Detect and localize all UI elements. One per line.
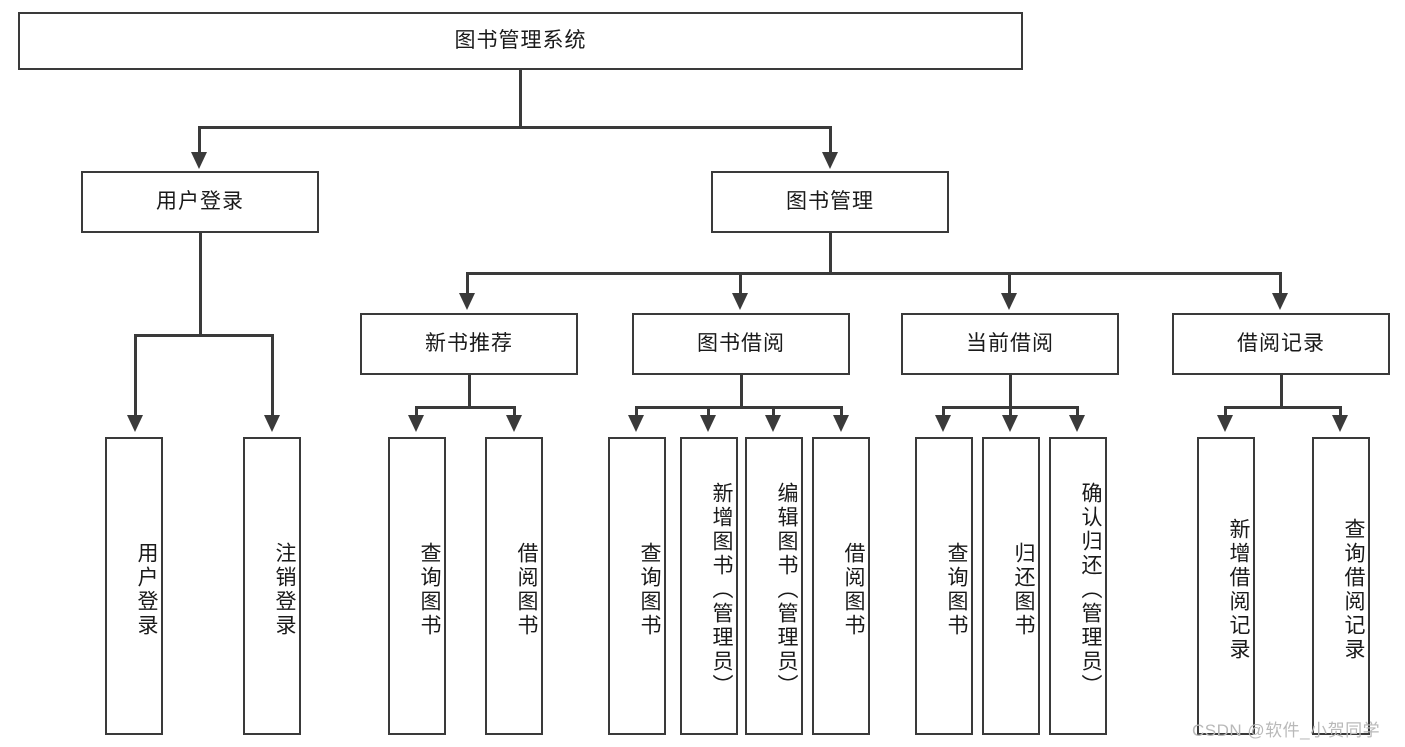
arrowhead-leaf-borrow-book-2 bbox=[833, 415, 849, 432]
arrowhead-leaf-query-book-2 bbox=[628, 415, 644, 432]
edge-bm-to-new-book bbox=[466, 272, 469, 294]
edge-user-login-bus bbox=[134, 334, 273, 337]
node-leaf-logout[interactable]: 注销登录 bbox=[243, 437, 301, 735]
edge-bm-to-borrow-record bbox=[1279, 272, 1282, 294]
node-leaf-query-book-1[interactable]: 查询图书 bbox=[388, 437, 446, 735]
arrowhead-leaf-user-login bbox=[127, 415, 143, 432]
edge-cb-to-leaf-1 bbox=[942, 406, 945, 416]
node-leaf-query-book-3-label: 查询图书 bbox=[945, 542, 968, 638]
edge-nb-to-leaf-1 bbox=[415, 406, 418, 416]
edge-br-to-leaf-2 bbox=[1339, 406, 1342, 416]
edge-new-book-stem bbox=[468, 375, 471, 408]
edge-user-login-stem bbox=[199, 233, 202, 337]
edge-root-to-user-login bbox=[198, 126, 201, 153]
arrowhead-leaf-add-book bbox=[700, 415, 716, 432]
node-leaf-borrow-book-1-label: 借阅图书 bbox=[515, 542, 538, 638]
edge-borrow-record-stem bbox=[1280, 375, 1283, 408]
node-leaf-edit-book[interactable]: 编辑图书（管理员） bbox=[745, 437, 803, 735]
node-user-login-label: 用户登录 bbox=[156, 190, 244, 214]
edge-current-borrow-stem bbox=[1009, 375, 1012, 408]
edge-new-book-bus bbox=[415, 406, 516, 409]
arrowhead-leaf-query-book-3 bbox=[935, 415, 951, 432]
node-book-borrow[interactable]: 图书借阅 bbox=[632, 313, 850, 375]
arrowhead-leaf-query-record bbox=[1332, 415, 1348, 432]
node-leaf-logout-label: 注销登录 bbox=[273, 542, 296, 638]
node-leaf-borrow-book-2[interactable]: 借阅图书 bbox=[812, 437, 870, 735]
arrowhead-leaf-query-book-1 bbox=[408, 415, 424, 432]
node-leaf-edit-book-label: 编辑图书（管理员） bbox=[775, 482, 798, 698]
arrowhead-leaf-return-book bbox=[1002, 415, 1018, 432]
node-leaf-query-book-3[interactable]: 查询图书 bbox=[915, 437, 973, 735]
node-leaf-query-record-label: 查询借阅记录 bbox=[1342, 518, 1365, 662]
node-leaf-borrow-book-2-label: 借阅图书 bbox=[842, 542, 865, 638]
arrowhead-book-borrow bbox=[732, 293, 748, 310]
node-leaf-query-book-1-label: 查询图书 bbox=[418, 542, 441, 638]
arrowhead-user-login bbox=[191, 152, 207, 169]
node-leaf-user-login-label: 用户登录 bbox=[135, 542, 158, 638]
node-leaf-return-book[interactable]: 归还图书 bbox=[982, 437, 1040, 735]
node-borrow-record[interactable]: 借阅记录 bbox=[1172, 313, 1390, 375]
node-borrow-record-label: 借阅记录 bbox=[1237, 332, 1325, 356]
edge-root-to-book-manage bbox=[829, 126, 832, 153]
edge-bb-to-leaf-1 bbox=[635, 406, 638, 416]
node-new-book-recommend-label: 新书推荐 bbox=[425, 332, 513, 356]
arrowhead-leaf-confirm-return bbox=[1069, 415, 1085, 432]
node-leaf-add-book[interactable]: 新增图书（管理员） bbox=[680, 437, 738, 735]
edge-bb-to-leaf-2 bbox=[707, 406, 710, 416]
node-leaf-confirm-return-label: 确认归还（管理员） bbox=[1079, 482, 1102, 698]
node-leaf-add-book-label: 新增图书（管理员） bbox=[710, 482, 733, 698]
arrowhead-leaf-logout bbox=[264, 415, 280, 432]
node-book-manage-label: 图书管理 bbox=[786, 190, 874, 214]
node-leaf-query-book-2[interactable]: 查询图书 bbox=[608, 437, 666, 735]
arrowhead-new-book-recommend bbox=[459, 293, 475, 310]
arrowhead-book-manage bbox=[822, 152, 838, 169]
edge-bm-to-book-borrow bbox=[739, 272, 742, 294]
node-leaf-borrow-book-1[interactable]: 借阅图书 bbox=[485, 437, 543, 735]
edge-book-manage-bus bbox=[466, 272, 1280, 275]
node-leaf-query-book-2-label: 查询图书 bbox=[638, 542, 661, 638]
arrowhead-borrow-record bbox=[1272, 293, 1288, 310]
edge-user-login-to-leaf-2 bbox=[271, 334, 274, 416]
node-current-borrow-label: 当前借阅 bbox=[966, 332, 1054, 356]
node-root-label: 图书管理系统 bbox=[454, 29, 587, 53]
arrowhead-current-borrow bbox=[1001, 293, 1017, 310]
node-leaf-query-record[interactable]: 查询借阅记录 bbox=[1312, 437, 1370, 735]
arrowhead-leaf-borrow-book-1 bbox=[506, 415, 522, 432]
node-leaf-return-book-label: 归还图书 bbox=[1012, 542, 1035, 638]
edge-cb-to-leaf-2 bbox=[1009, 406, 1012, 416]
edge-book-manage-stem bbox=[829, 233, 832, 275]
edge-br-to-leaf-1 bbox=[1224, 406, 1227, 416]
node-book-borrow-label: 图书借阅 bbox=[697, 332, 785, 356]
edge-root-stem bbox=[519, 70, 522, 128]
arrowhead-leaf-edit-book bbox=[765, 415, 781, 432]
node-root[interactable]: 图书管理系统 bbox=[18, 12, 1023, 70]
edge-cb-to-leaf-3 bbox=[1076, 406, 1079, 416]
edge-nb-to-leaf-2 bbox=[513, 406, 516, 416]
node-leaf-add-record[interactable]: 新增借阅记录 bbox=[1197, 437, 1255, 735]
watermark-text: CSDN @软件_小贺同学 bbox=[1192, 721, 1381, 740]
edge-book-borrow-bus bbox=[635, 406, 843, 409]
node-leaf-add-record-label: 新增借阅记录 bbox=[1227, 518, 1250, 662]
node-leaf-user-login[interactable]: 用户登录 bbox=[105, 437, 163, 735]
node-new-book-recommend[interactable]: 新书推荐 bbox=[360, 313, 578, 375]
edge-bb-to-leaf-3 bbox=[772, 406, 775, 416]
edge-bm-to-current-borrow bbox=[1008, 272, 1011, 294]
edge-user-login-to-leaf-1 bbox=[134, 334, 137, 416]
node-user-login[interactable]: 用户登录 bbox=[81, 171, 319, 233]
edge-root-bus bbox=[198, 126, 831, 129]
edge-book-borrow-stem bbox=[740, 375, 743, 408]
node-leaf-confirm-return[interactable]: 确认归还（管理员） bbox=[1049, 437, 1107, 735]
arrowhead-leaf-add-record bbox=[1217, 415, 1233, 432]
edge-bb-to-leaf-4 bbox=[840, 406, 843, 416]
edge-borrow-record-bus bbox=[1224, 406, 1341, 409]
node-book-manage[interactable]: 图书管理 bbox=[711, 171, 949, 233]
node-current-borrow[interactable]: 当前借阅 bbox=[901, 313, 1119, 375]
